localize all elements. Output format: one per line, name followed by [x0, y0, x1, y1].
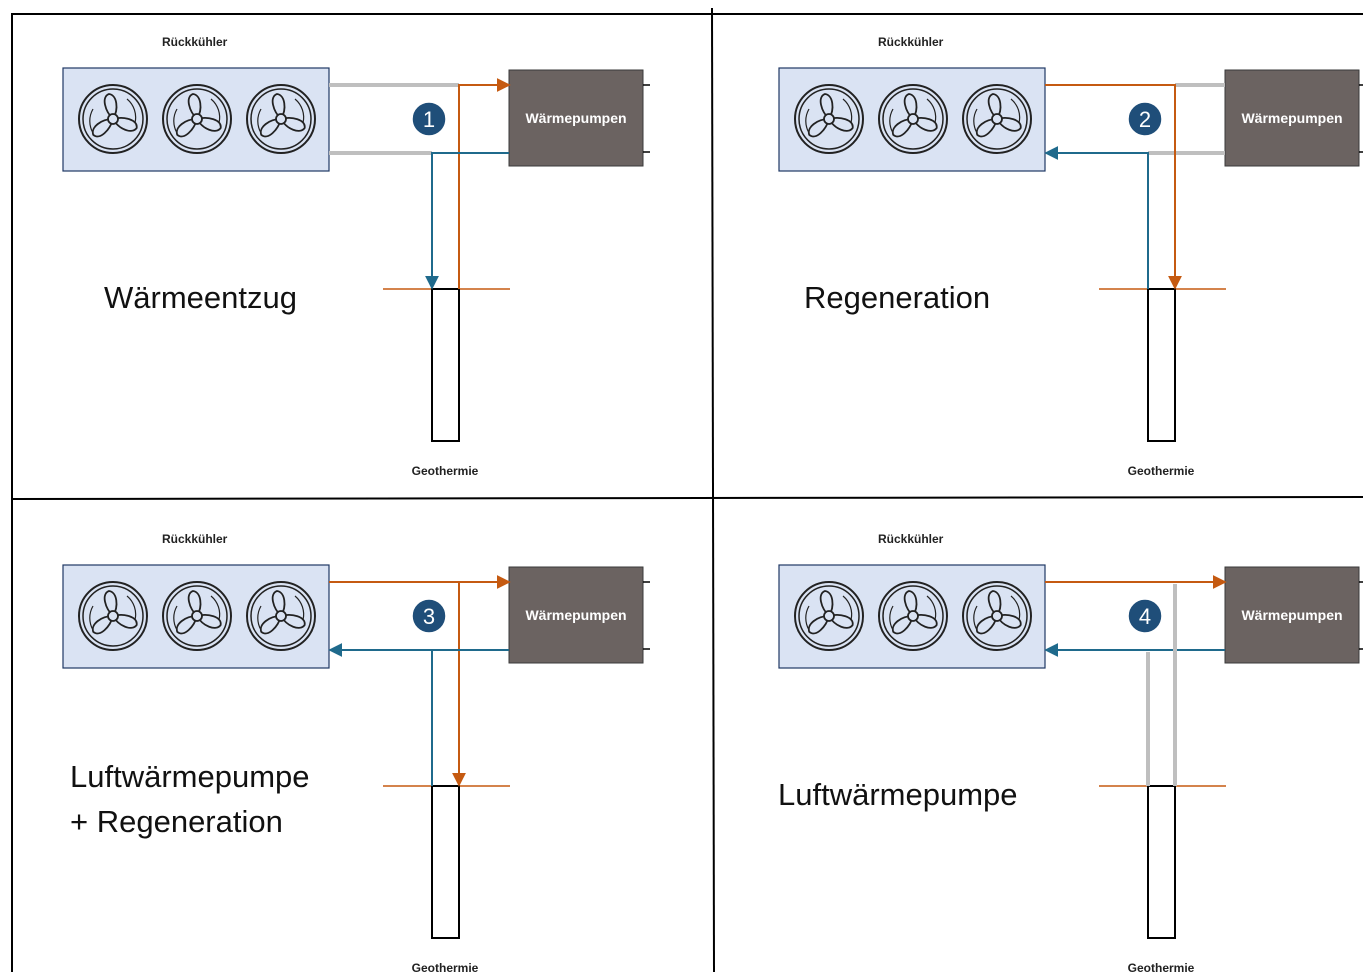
heatpump-unit [1224, 566, 1360, 664]
geothermal-label: Geothermie [1128, 464, 1195, 478]
cooler-label: Rückkühler [162, 532, 228, 546]
fan-icon [162, 84, 232, 154]
borehole [431, 785, 460, 939]
heatpump-label: Wärmepumpen [525, 110, 626, 126]
fan-icon [246, 581, 316, 651]
fan-icon [962, 581, 1032, 651]
fan-icon [878, 84, 948, 154]
heatpump-unit [1224, 69, 1360, 167]
step-number: 3 [423, 604, 435, 629]
mode-label: Wärmeentzug [104, 280, 297, 315]
horizontal-divider [11, 496, 1363, 500]
mode-label: Regeneration [804, 280, 990, 315]
cooler-label: Rückkühler [162, 35, 228, 49]
fan-icon [162, 581, 232, 651]
cooler-label: Rückkühler [878, 532, 944, 546]
geothermal-label: Geothermie [412, 961, 479, 972]
hot-flow-pipe [458, 78, 511, 289]
cold-flow-pipe [1044, 146, 1149, 289]
borehole [431, 288, 460, 442]
fan-icon [878, 581, 948, 651]
heatpump-unit [508, 69, 644, 167]
cooler-label: Rückkühler [878, 35, 944, 49]
fan-icon [246, 84, 316, 154]
step-badge [1127, 101, 1163, 137]
geothermal-label: Geothermie [1128, 961, 1195, 972]
heatpump-label: Wärmepumpen [525, 607, 626, 623]
mode-label: Luftwärmepumpe+ Regeneration [70, 759, 310, 839]
fan-icon [794, 84, 864, 154]
mode-label: Luftwärmepumpe [778, 777, 1018, 812]
borehole [1147, 785, 1176, 939]
heatpump-unit [508, 566, 644, 664]
fan-icon [78, 84, 148, 154]
fan-icon [794, 581, 864, 651]
step-number: 4 [1139, 604, 1151, 629]
fan-icon [962, 84, 1032, 154]
hot-flow-pipe [1045, 84, 1182, 290]
borehole [1147, 288, 1176, 442]
geothermal-label: Geothermie [412, 464, 479, 478]
step-number: 1 [423, 107, 435, 132]
step-badge [411, 101, 447, 137]
quadrant-frame [11, 7, 1363, 972]
step-badge [1127, 598, 1163, 634]
step-number: 2 [1139, 107, 1151, 132]
cold-flow-pipe [425, 152, 509, 290]
fan-icon [78, 581, 148, 651]
heatpump-label: Wärmepumpen [1241, 110, 1342, 126]
vertical-divider [711, 7, 715, 972]
heatpump-label: Wärmepumpen [1241, 607, 1342, 623]
step-badge [411, 598, 447, 634]
